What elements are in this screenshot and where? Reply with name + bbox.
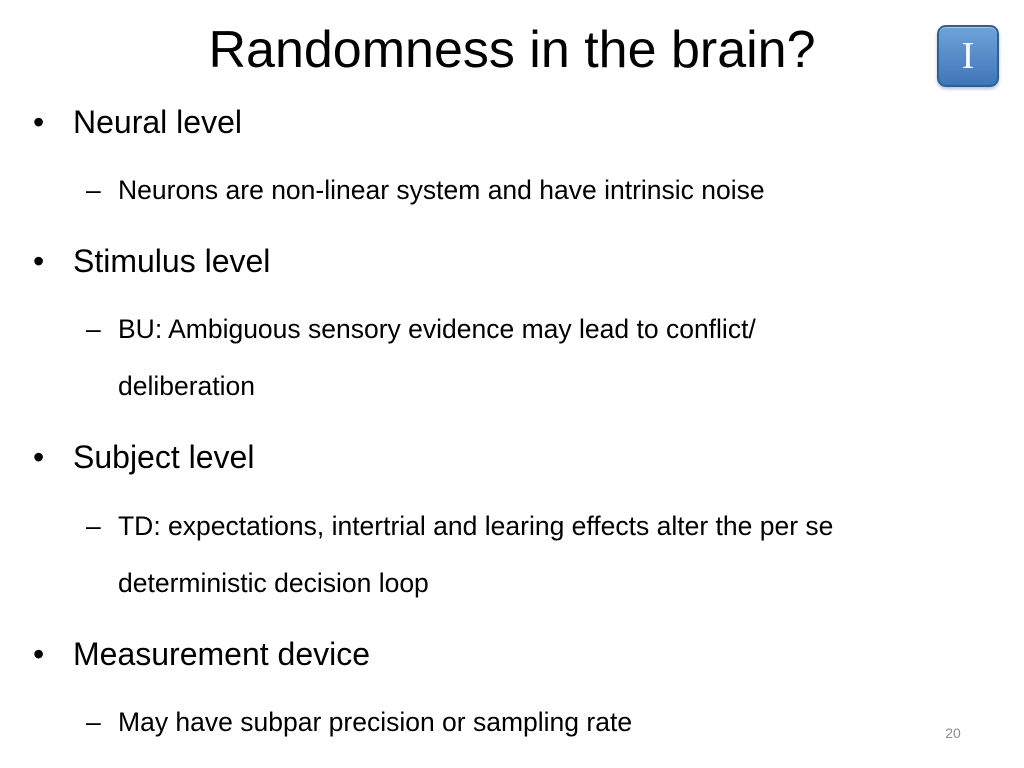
sub-bullet-text: TD: expectations, intertrial and learing… — [118, 511, 834, 598]
sub-bullet-neural-level: – Neurons are non-linear system and have… — [86, 162, 976, 219]
bullet-text: Subject level — [73, 439, 255, 475]
info-badge-button[interactable]: I — [937, 25, 999, 87]
sub-bullet-text: May have subpar precision or sampling ra… — [118, 707, 633, 737]
sub-bullet-text: BU: Ambiguous sensory evidence may lead … — [118, 314, 756, 401]
sub-bullet-marker: – — [86, 511, 101, 541]
bullet-measurement-device: • Measurement device — [33, 634, 370, 674]
sub-bullet-text: Neurons are non-linear system and have i… — [118, 175, 765, 205]
bullet-marker: • — [33, 439, 45, 475]
sub-bullet-measurement-device: – May have subpar precision or sampling … — [86, 694, 976, 751]
slide-title: Randomness in the brain? — [208, 21, 816, 79]
bullet-marker: • — [33, 243, 45, 279]
bullet-subject-level: • Subject level — [33, 437, 254, 477]
sub-bullet-subject-level: – TD: expectations, intertrial and leari… — [86, 498, 976, 612]
page-number: 20 — [945, 725, 961, 741]
bullet-neural-level: • Neural level — [33, 102, 242, 142]
bullet-marker: • — [33, 104, 45, 140]
sub-bullet-marker: – — [86, 314, 101, 344]
sub-bullet-marker: – — [86, 175, 101, 205]
bullet-text: Stimulus level — [73, 243, 271, 279]
bullet-marker: • — [33, 636, 45, 672]
sub-bullet-stimulus-level: – BU: Ambiguous sensory evidence may lea… — [86, 301, 886, 415]
bullet-text: Measurement device — [73, 636, 371, 672]
sub-bullet-marker: – — [86, 707, 101, 737]
bullet-text: Neural level — [73, 104, 242, 140]
bullet-stimulus-level: • Stimulus level — [33, 241, 270, 281]
